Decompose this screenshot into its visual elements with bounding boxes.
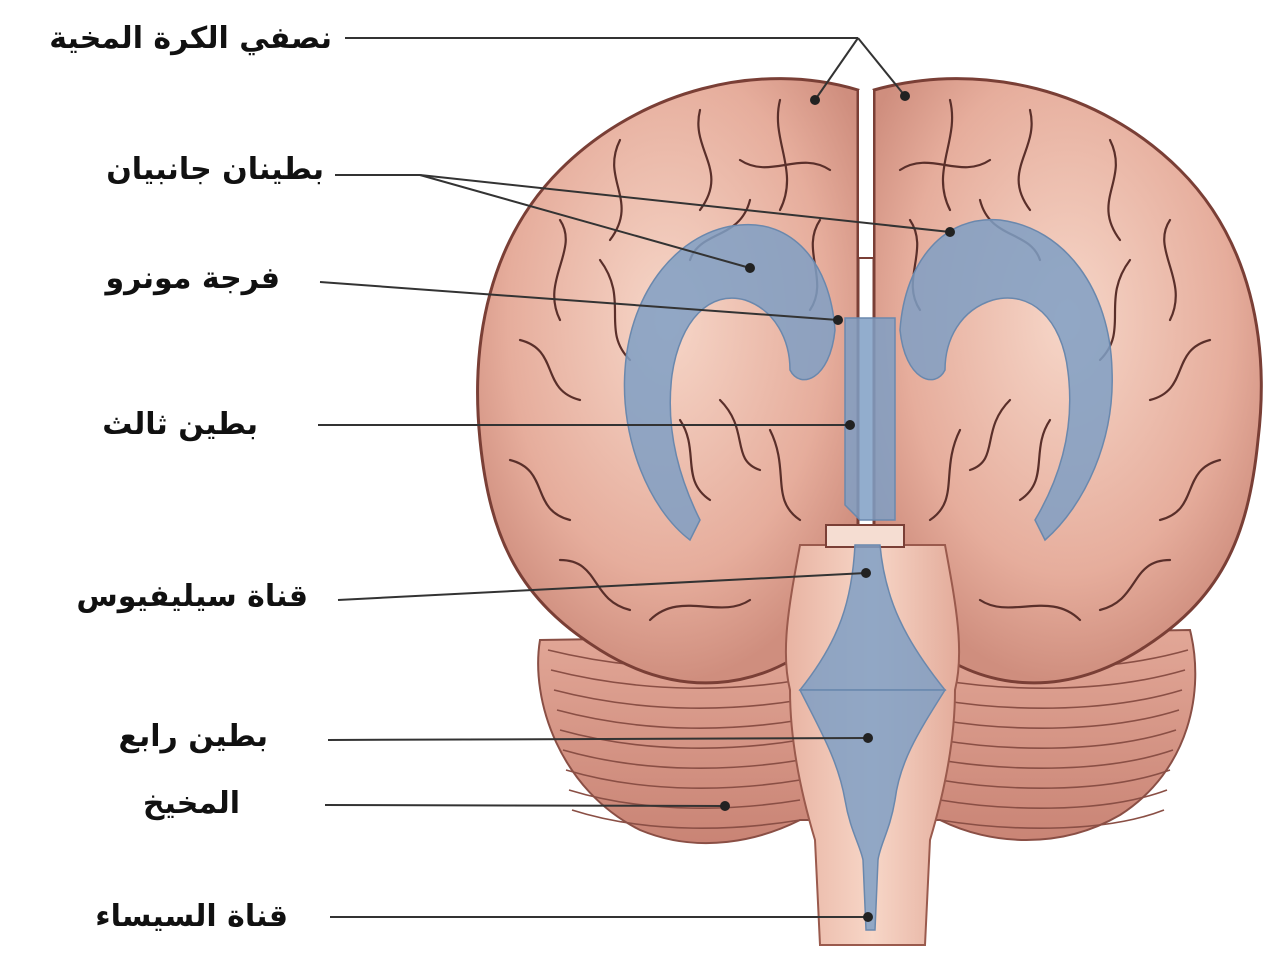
label-third-ventricle: بطين ثالث	[102, 410, 258, 440]
leader-dot	[810, 95, 820, 105]
leader-dot	[900, 91, 910, 101]
leader-dot	[833, 315, 843, 325]
label-spinal-canal: قناة السيساء	[95, 902, 288, 932]
label-aqueduct-sylvius: قناة سيليفيوس	[76, 582, 308, 612]
leader-dot	[745, 263, 755, 273]
leader-line	[325, 805, 725, 806]
leader-dot	[863, 912, 873, 922]
label-fourth-ventricle: بطين رابع	[119, 722, 269, 752]
leader-dot	[863, 733, 873, 743]
label-hemispheres: نصفي الكرة المخية	[49, 24, 332, 54]
label-lateral-ventricles: بطينان جانبيان	[106, 155, 324, 185]
leader-dot	[720, 801, 730, 811]
label-foramen-monro: فرجة مونرو	[105, 264, 280, 294]
leader-dot	[845, 420, 855, 430]
leader-dot	[945, 227, 955, 237]
leader-dot	[861, 568, 871, 578]
label-cerebellum: المخيخ	[143, 789, 240, 819]
